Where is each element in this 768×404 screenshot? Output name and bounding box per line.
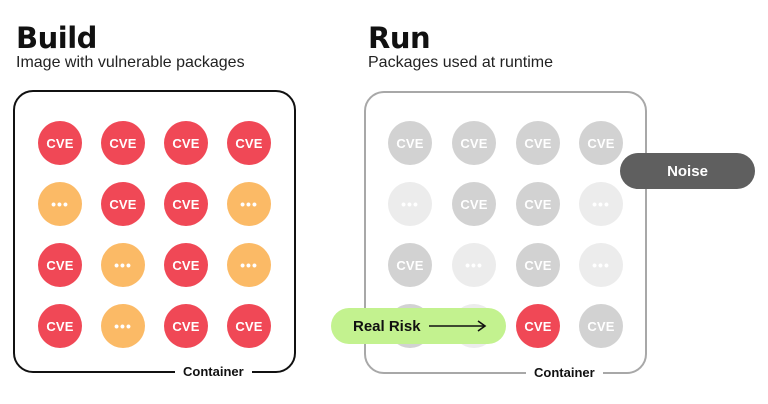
- build-package-cve-r1c3: CVE: [164, 121, 208, 165]
- build-package-other-r3c4: •••: [227, 243, 271, 287]
- build-package-cve-r2c2: CVE: [101, 182, 145, 226]
- arrow-right-icon: [428, 320, 486, 332]
- run-package-cve-r1c3: CVE: [516, 121, 560, 165]
- run-container-label: Container: [526, 363, 603, 383]
- build-container-label: Container: [175, 362, 252, 382]
- run-package-cve-r1c2: CVE: [452, 121, 496, 165]
- build-package-cve-r3c1: CVE: [38, 243, 82, 287]
- run-package-cve-r2c2: CVE: [452, 182, 496, 226]
- build-title: Build: [16, 21, 97, 55]
- build-package-cve-r3c3: CVE: [164, 243, 208, 287]
- build-package-cve-r4c3: CVE: [164, 304, 208, 348]
- build-package-cve-r1c2: CVE: [101, 121, 145, 165]
- build-package-cve-r1c4: CVE: [227, 121, 271, 165]
- run-container-box: Container: [364, 91, 647, 383]
- real-risk-callout: Real Risk: [331, 308, 506, 344]
- run-package-other-r2c4: •••: [579, 182, 623, 226]
- run-package-cve-r1c1: CVE: [388, 121, 432, 165]
- noise-callout: Noise: [620, 153, 755, 189]
- run-subtitle: Packages used at runtime: [368, 54, 553, 71]
- run-package-cve-r4c4: CVE: [579, 304, 623, 348]
- build-package-other-r2c4: •••: [227, 182, 271, 226]
- build-package-other-r4c2: •••: [101, 304, 145, 348]
- run-package-cve-r3c3: CVE: [516, 243, 560, 287]
- run-package-other-r2c1: •••: [388, 182, 432, 226]
- run-package-other-r3c4: •••: [579, 243, 623, 287]
- build-subtitle: Image with vulnerable packages: [16, 54, 245, 71]
- build-container-box: Container: [13, 90, 296, 382]
- run-package-cve-r1c4: CVE: [579, 121, 623, 165]
- build-package-cve-r2c3: CVE: [164, 182, 208, 226]
- real-risk-label: Real Risk: [353, 317, 421, 335]
- build-package-other-r2c1: •••: [38, 182, 82, 226]
- build-package-cve-r4c1: CVE: [38, 304, 82, 348]
- run-package-cve-runtime-r4c3: CVE: [516, 304, 560, 348]
- build-package-cve-r4c4: CVE: [227, 304, 271, 348]
- run-package-cve-r2c3: CVE: [516, 182, 560, 226]
- run-title: Run: [368, 21, 431, 55]
- build-package-cve-r1c1: CVE: [38, 121, 82, 165]
- run-package-cve-r3c1: CVE: [388, 243, 432, 287]
- build-package-other-r3c2: •••: [101, 243, 145, 287]
- run-package-other-r3c2: •••: [452, 243, 496, 287]
